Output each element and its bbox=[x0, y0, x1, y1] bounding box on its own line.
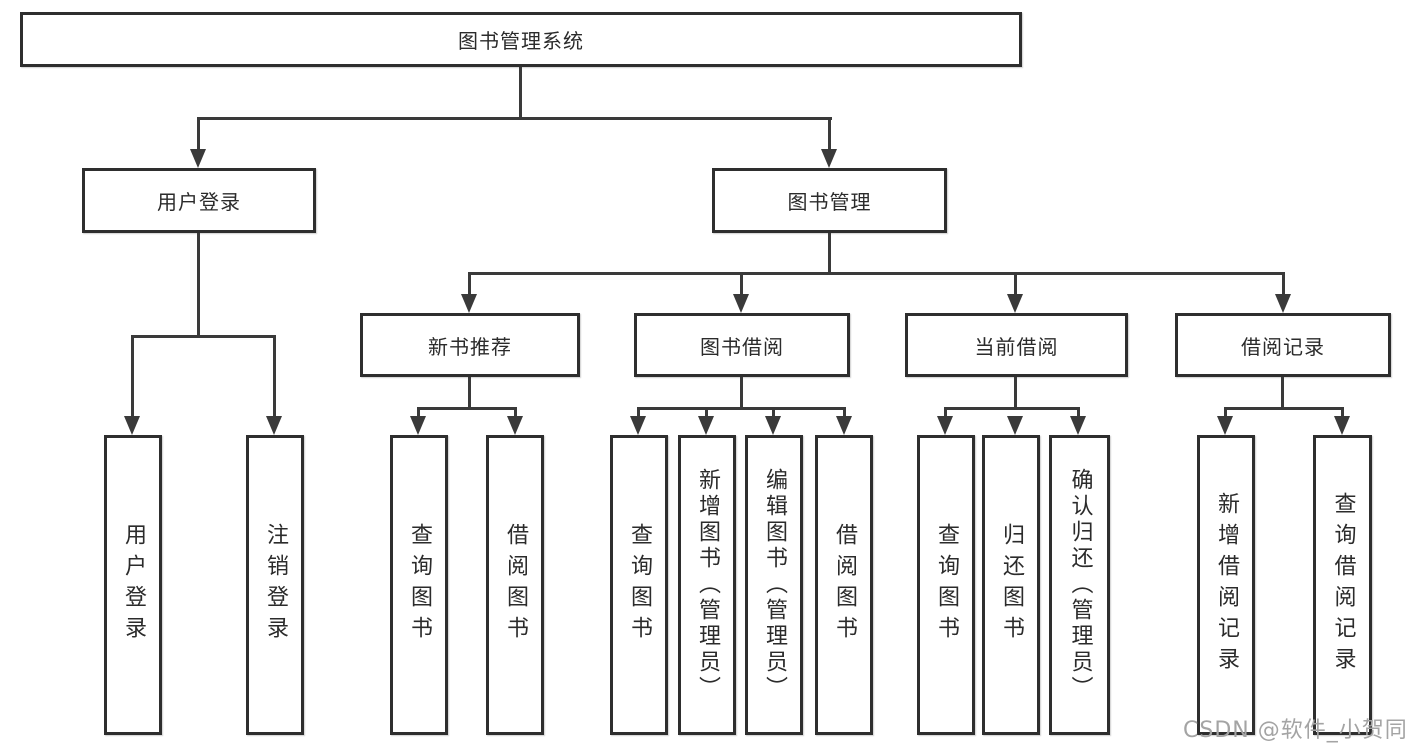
arrow-down-icon bbox=[698, 416, 714, 435]
connector-line bbox=[197, 233, 200, 338]
arrow-down-icon bbox=[821, 149, 837, 168]
leaf-return-books: 归还图书 bbox=[982, 435, 1040, 735]
leaf-add-borrow-record: 新增借阅记录 bbox=[1197, 435, 1255, 735]
leaf-confirm-return-admin: 确认归还（管理员） bbox=[1049, 435, 1110, 735]
leaf-query-books-borrowing: 查询图书 bbox=[610, 435, 668, 735]
arrow-down-icon bbox=[124, 416, 140, 435]
connector-line bbox=[637, 407, 846, 410]
arrow-down-icon bbox=[836, 416, 852, 435]
leaf-query-books-current: 查询图书 bbox=[917, 435, 975, 735]
node-library-management-system: 图书管理系统 bbox=[20, 12, 1022, 67]
connector-line bbox=[1014, 272, 1017, 297]
node-label: 图书管理系统 bbox=[458, 29, 584, 53]
leaf-label: 归还图书 bbox=[999, 523, 1024, 647]
leaf-borrow-books-recommend: 借阅图书 bbox=[486, 435, 544, 735]
node-label: 用户登录 bbox=[157, 190, 241, 214]
connector-line bbox=[1341, 407, 1344, 420]
csdn-watermark: CSDN @软件_小贺同学 bbox=[1183, 718, 1405, 743]
node-new-book-recommendation: 新书推荐 bbox=[360, 313, 580, 377]
connector-line bbox=[1281, 377, 1284, 410]
arrow-down-icon bbox=[765, 416, 781, 435]
connector-line bbox=[1224, 407, 1343, 410]
leaf-label: 注销登录 bbox=[263, 523, 288, 647]
connector-line bbox=[131, 335, 134, 420]
arrow-down-icon bbox=[1070, 416, 1086, 435]
connector-line bbox=[772, 407, 775, 420]
connector-line bbox=[514, 407, 517, 420]
connector-line bbox=[637, 407, 640, 420]
node-book-management: 图书管理 bbox=[712, 168, 947, 233]
arrow-down-icon bbox=[190, 149, 206, 168]
arrow-down-icon bbox=[630, 416, 646, 435]
leaf-add-books-admin: 新增图书（管理员） bbox=[678, 435, 736, 735]
connector-line bbox=[828, 233, 831, 275]
arrow-down-icon bbox=[733, 294, 749, 313]
leaf-label: 确认归还（管理员） bbox=[1067, 468, 1093, 702]
leaf-edit-books-admin: 编辑图书（管理员） bbox=[745, 435, 803, 735]
connector-line bbox=[273, 335, 276, 420]
node-label: 借阅记录 bbox=[1241, 334, 1325, 359]
connector-line bbox=[740, 272, 743, 297]
connector-line bbox=[828, 117, 831, 152]
leaf-query-borrow-record: 查询借阅记录 bbox=[1313, 435, 1372, 735]
arrow-down-icon bbox=[1007, 294, 1023, 313]
node-book-borrowing: 图书借阅 bbox=[634, 313, 850, 377]
leaf-label: 用户登录 bbox=[121, 523, 146, 647]
leaf-logout: 注销登录 bbox=[246, 435, 304, 735]
arrow-down-icon bbox=[1334, 416, 1350, 435]
connector-line bbox=[468, 272, 1285, 275]
leaf-label: 查询图书 bbox=[627, 523, 652, 647]
node-label: 图书管理 bbox=[787, 190, 872, 214]
connector-line bbox=[843, 407, 846, 420]
arrow-down-icon bbox=[1007, 416, 1023, 435]
node-borrowing-records: 借阅记录 bbox=[1175, 313, 1391, 377]
leaf-label: 借阅图书 bbox=[832, 523, 857, 647]
arrow-down-icon bbox=[266, 416, 282, 435]
leaf-user-login: 用户登录 bbox=[104, 435, 162, 735]
connector-line bbox=[417, 407, 517, 410]
connector-line bbox=[944, 407, 947, 420]
connector-line bbox=[468, 272, 471, 297]
arrow-down-icon bbox=[1217, 416, 1233, 435]
arrow-down-icon bbox=[507, 416, 523, 435]
node-label: 当前借阅 bbox=[974, 334, 1059, 359]
node-label: 图书借阅 bbox=[700, 334, 784, 359]
connector-line bbox=[131, 335, 276, 338]
node-user-login: 用户登录 bbox=[82, 168, 316, 233]
connector-line bbox=[197, 117, 200, 152]
connector-line bbox=[519, 67, 522, 120]
connector-line bbox=[1282, 272, 1285, 297]
leaf-label: 新增图书（管理员） bbox=[695, 468, 720, 702]
node-current-borrowing: 当前借阅 bbox=[905, 313, 1128, 377]
node-label: 新书推荐 bbox=[428, 334, 512, 359]
connector-line bbox=[1014, 377, 1017, 410]
leaf-label: 查询图书 bbox=[407, 523, 432, 647]
leaf-label: 查询图书 bbox=[934, 523, 959, 647]
arrow-down-icon bbox=[410, 416, 426, 435]
leaf-query-books-recommend: 查询图书 bbox=[390, 435, 448, 735]
leaf-label: 借阅图书 bbox=[503, 523, 528, 647]
connector-line bbox=[417, 407, 420, 420]
leaf-label: 查询借阅记录 bbox=[1330, 492, 1356, 678]
arrow-down-icon bbox=[461, 294, 477, 313]
connector-line bbox=[1077, 407, 1080, 420]
arrow-down-icon bbox=[937, 416, 953, 435]
connector-line bbox=[1224, 407, 1227, 420]
connector-line bbox=[197, 117, 832, 120]
leaf-label: 新增借阅记录 bbox=[1214, 492, 1239, 678]
leaf-label: 编辑图书（管理员） bbox=[762, 468, 787, 702]
connector-line bbox=[705, 407, 708, 420]
arrow-down-icon bbox=[1275, 294, 1291, 313]
connector-line bbox=[468, 377, 471, 410]
leaf-borrow-books: 借阅图书 bbox=[815, 435, 873, 735]
connector-line bbox=[740, 377, 743, 410]
connector-line bbox=[944, 407, 1080, 410]
